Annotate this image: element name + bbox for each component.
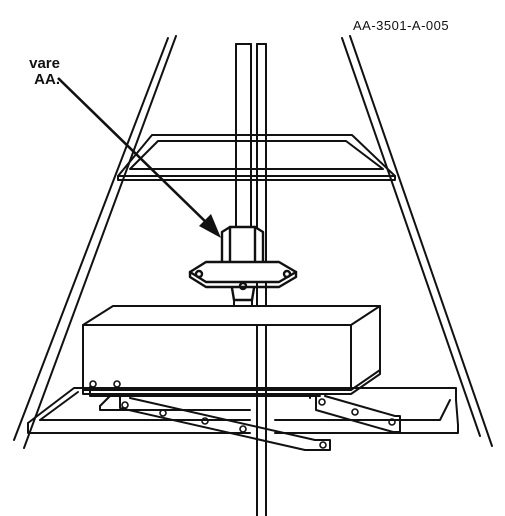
callout-label: vare AA. — [0, 56, 60, 88]
figure-code: AA-3501-A-005 — [353, 18, 450, 33]
callout-arrow — [57, 77, 221, 238]
bolt-holes — [89, 380, 396, 449]
tower-right-leg — [341, 35, 493, 447]
callout-line-2: AA. — [34, 71, 60, 88]
callout-line-1: vare — [29, 55, 60, 72]
mount-bracket — [188, 225, 298, 302]
equipment-box — [82, 305, 381, 399]
tower-left-leg — [13, 35, 177, 449]
mounting-rails — [89, 386, 401, 451]
